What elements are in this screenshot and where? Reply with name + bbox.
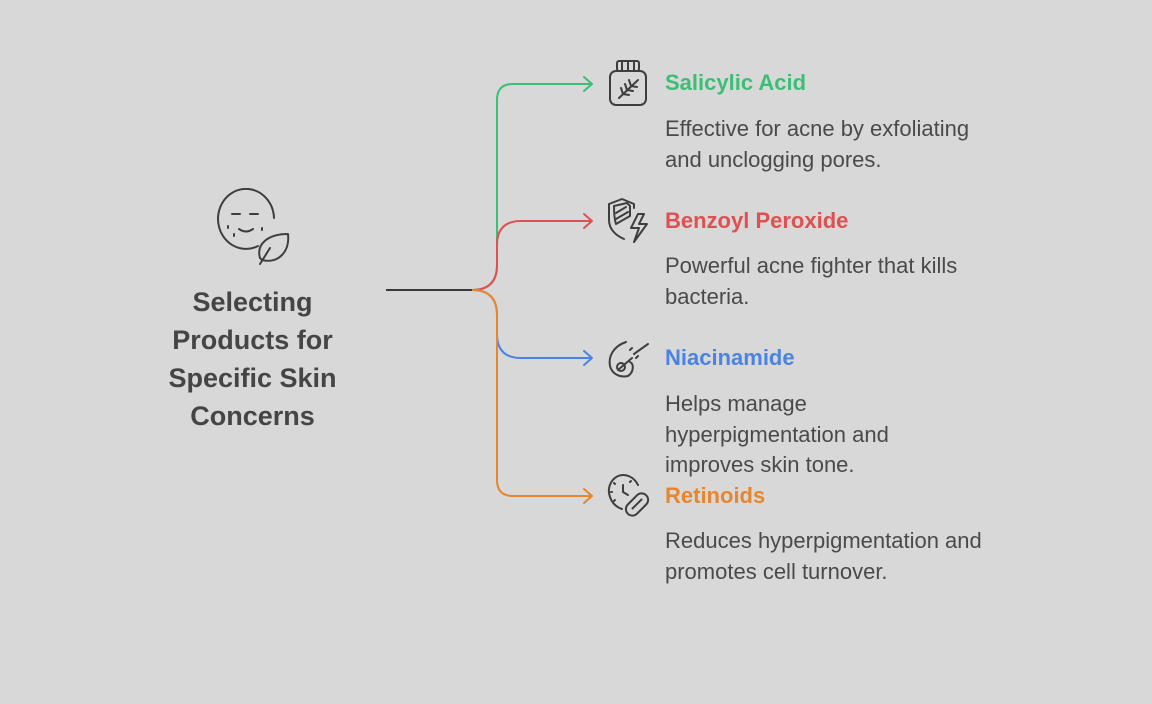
item-title-niacinamide: Niacinamide [665, 345, 795, 370]
arrow-salicylic-acid [583, 76, 593, 92]
item-desc-benzoyl-peroxide: Powerful acne fighter that kills bacteri… [665, 253, 958, 309]
branch-niacinamide [471, 289, 592, 359]
item-desc-retinoids: Reduces hyperpigmentation and promotes c… [665, 528, 982, 584]
clock-pill-icon [604, 471, 652, 521]
item-desc-niacinamide: Helps manage hyperpigmentation and impro… [665, 391, 889, 477]
branch-salicylic-acid [471, 83, 592, 291]
item-title-benzoyl-peroxide: Benzoyl Peroxide [665, 208, 849, 233]
diagram-title: Selecting Products for Specific Skin Con… [168, 287, 337, 431]
shield-lightning-icon [604, 196, 652, 246]
arrow-benzoyl-peroxide [583, 213, 593, 229]
arrow-retinoids [583, 488, 593, 504]
branch-retinoids [471, 289, 592, 497]
branch-benzoyl-peroxide [471, 220, 592, 291]
face-leaf-icon [216, 187, 296, 270]
serum-dropper-icon [604, 336, 652, 386]
jar-herb-icon [605, 58, 653, 108]
item-title-salicylic-acid: Salicylic Acid [665, 70, 807, 95]
item-title-retinoids: Retinoids [665, 483, 766, 508]
item-desc-salicylic-acid: Effective for acne by exfoliating and un… [665, 116, 970, 172]
arrow-niacinamide [583, 350, 593, 366]
